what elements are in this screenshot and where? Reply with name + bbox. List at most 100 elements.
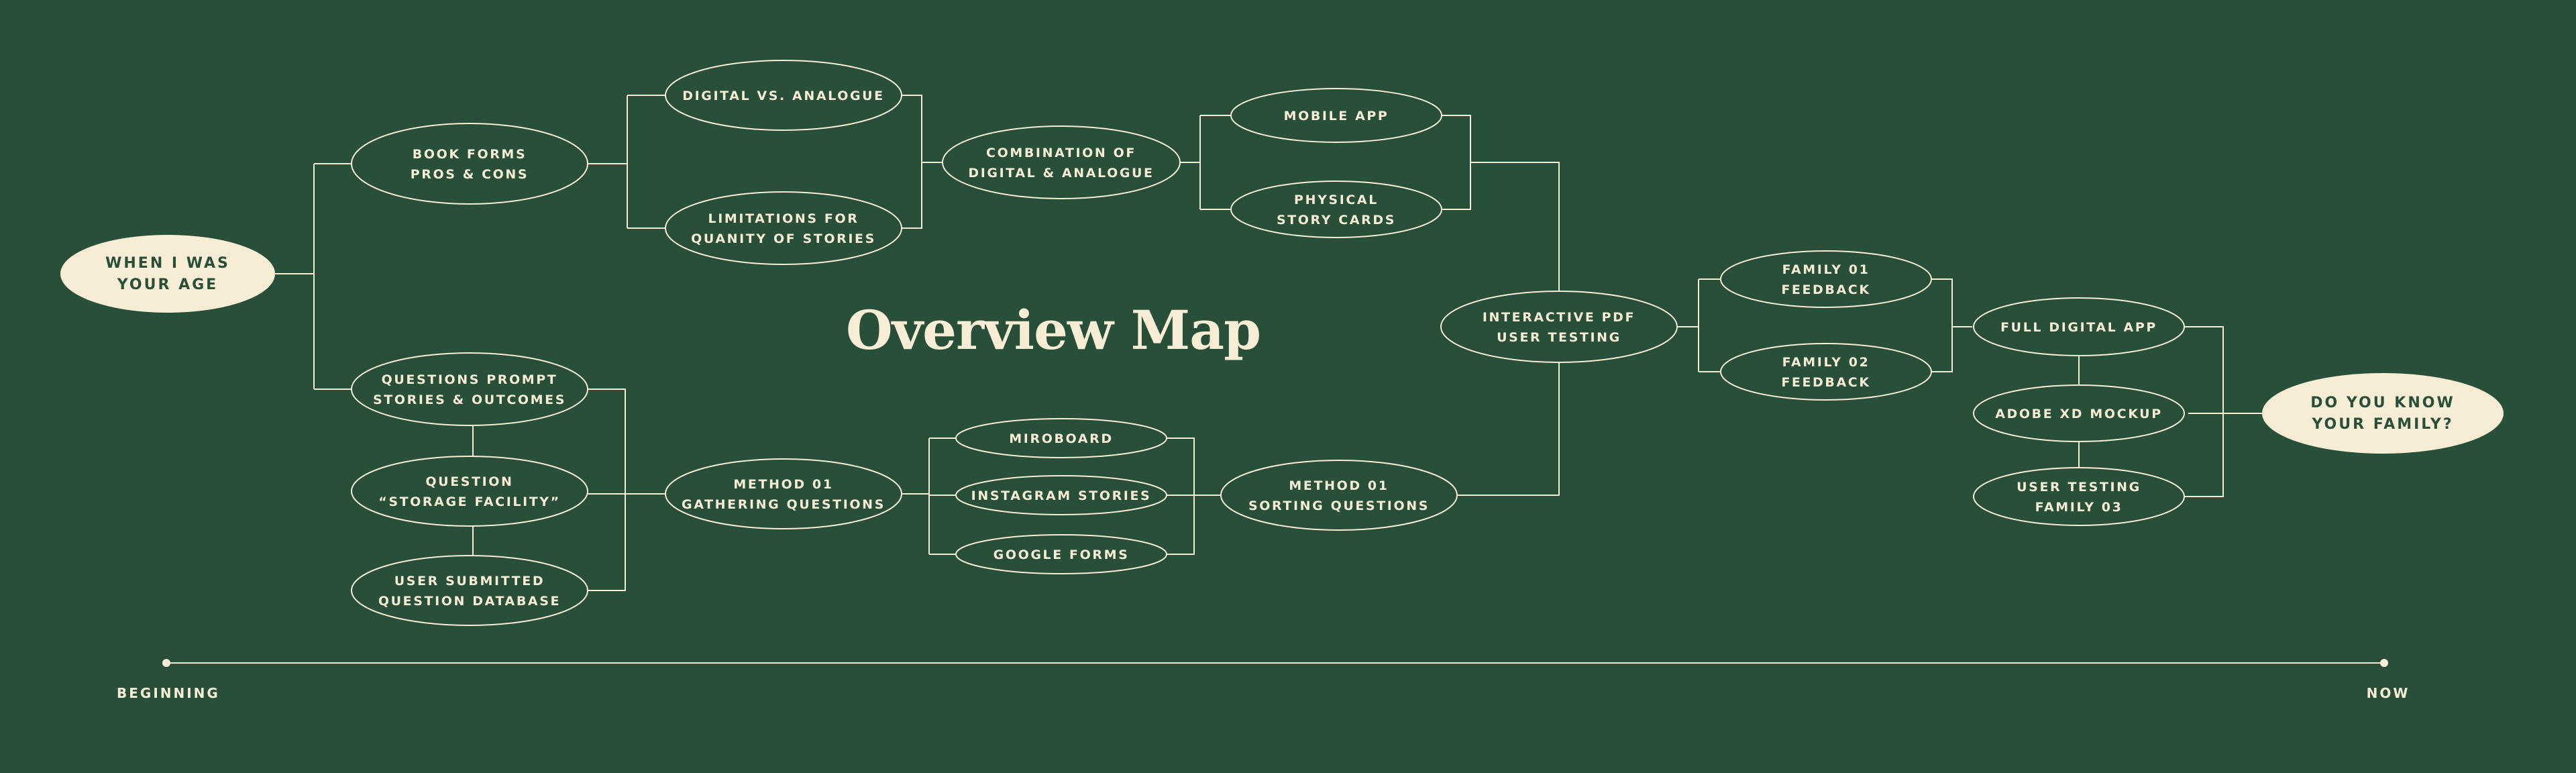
- node-ellipse: [1973, 297, 2185, 356]
- node-ellipse: [955, 418, 1167, 458]
- connector-final-merge: [2182, 326, 2262, 497]
- node-google-forms: GOOGLE FORMS: [955, 534, 1167, 574]
- node-ellipse: [1230, 181, 1442, 238]
- node-label-line: METHOD 01: [733, 477, 833, 492]
- node-label-line: MOBILE APP: [1284, 109, 1389, 123]
- node-label-line: QUESTION DATABASE: [378, 594, 561, 609]
- node-label-line: FEEDBACK: [1781, 375, 1870, 390]
- node-method-sorting: METHOD 01 SORTING QUESTIONS: [1220, 460, 1458, 531]
- node-label-line: DIGITAL & ANALOGUE: [968, 166, 1154, 181]
- node-ellipse: [665, 191, 902, 265]
- connector-bookforms-branch: [588, 95, 665, 229]
- node-label-line: STORY CARDS: [1277, 213, 1396, 227]
- node-ellipse: [955, 475, 1167, 515]
- node-book-forms: BOOK FORMS PROS & CONS: [351, 123, 588, 205]
- node-label-line: INTERACTIVE PDF: [1483, 310, 1635, 325]
- node-question-storage: QUESTION “STORAGE FACILITY”: [351, 456, 588, 527]
- node-label-line: USER TESTING: [2017, 480, 2141, 495]
- node-ellipse: [60, 235, 275, 313]
- node-label-line: SORTING QUESTIONS: [1248, 499, 1430, 513]
- node-label-line: ADOBE XD MOCKUP: [1995, 407, 2162, 421]
- timeline-start-label: BEGINNING: [117, 685, 220, 701]
- node-label-line: METHOD 01: [1289, 478, 1389, 493]
- node-ellipse: [1230, 88, 1442, 143]
- node-label-line: PHYSICAL: [1294, 193, 1379, 207]
- node-when-i-was: WHEN I WAS YOUR AGE: [60, 235, 275, 313]
- node-miroboard: MIROBOARD: [955, 418, 1167, 458]
- node-physical-story-cards: PHYSICAL STORY CARDS: [1230, 181, 1442, 238]
- node-ellipse: [1973, 467, 2185, 526]
- node-ellipse: [1720, 250, 1932, 308]
- node-ellipse: [351, 456, 588, 527]
- connector-pdf-branch: [1677, 278, 1720, 372]
- node-adobe-xd: ADOBE XD MOCKUP: [1973, 384, 2185, 442]
- node-label-line: YOUR AGE: [117, 276, 218, 293]
- node-label-line: FAMILY 01: [1782, 262, 1870, 277]
- node-label-line: GOOGLE FORMS: [994, 548, 1130, 562]
- node-ellipse: [942, 125, 1181, 199]
- node-label-line: INSTAGRAM STORIES: [971, 488, 1152, 503]
- node-label-line: WHEN I WAS: [105, 255, 230, 272]
- page-title: Overview Map: [846, 299, 1260, 362]
- node-ellipse: [351, 352, 588, 426]
- node-label-line: MIROBOARD: [1009, 431, 1113, 446]
- node-label-line: FULL DIGITAL APP: [2000, 320, 2157, 335]
- node-label-line: USER TESTING: [1497, 330, 1621, 345]
- node-family-02: FAMILY 02 FEEDBACK: [1720, 343, 1932, 401]
- node-combination: COMBINATION OF DIGITAL & ANALOGUE: [942, 125, 1181, 199]
- timeline-end-dot: [2380, 659, 2388, 667]
- connector-lines: [275, 95, 2262, 591]
- node-ellipse: [955, 534, 1167, 574]
- node-questions-prompt: QUESTIONS PROMPT STORIES & OUTCOMES: [351, 352, 588, 426]
- node-ellipse: [1220, 460, 1458, 531]
- node-full-digital-app: FULL DIGITAL APP: [1973, 297, 2185, 356]
- node-label-line: FAMILY 02: [1782, 355, 1870, 370]
- node-interactive-pdf: INTERACTIVE PDF USER TESTING: [1440, 291, 1678, 363]
- node-ellipse: [1720, 343, 1932, 401]
- node-ellipse: [665, 458, 902, 529]
- node-label-line: FAMILY 03: [2035, 500, 2123, 515]
- connector-combination-merge: [902, 95, 942, 229]
- connector-start-branch: [275, 163, 352, 390]
- node-label-line: DIGITAL VS. ANALOGUE: [682, 89, 885, 103]
- node-label-line: USER SUBMITTED: [394, 574, 545, 588]
- connector-gathering-branch: [902, 437, 955, 555]
- connector-questions-merge: [588, 389, 665, 591]
- timeline: BEGINNING NOW: [117, 659, 2410, 701]
- node-label-line: “STORAGE FACILITY”: [378, 495, 561, 509]
- node-label-line: PROS & CONS: [411, 167, 529, 182]
- node-mobile-app: MOBILE APP: [1230, 88, 1442, 143]
- node-group: WHEN I WAS YOUR AGE BOOK FORMS PROS & CONS D…: [60, 60, 2504, 626]
- node-user-testing-03: USER TESTING FAMILY 03: [1973, 467, 2185, 526]
- node-label-line: QUANITY OF STORIES: [691, 231, 876, 246]
- node-ellipse: [1440, 291, 1678, 363]
- connector-pdf-upper: [1442, 115, 1560, 291]
- node-instagram-stories: INSTAGRAM STORIES: [955, 475, 1167, 515]
- node-label-line: COMBINATION OF: [986, 146, 1136, 160]
- node-label-line: DO YOU KNOW: [2310, 395, 2455, 411]
- node-limitations: LIMITATIONS FOR QUANITY OF STORIES: [665, 191, 902, 265]
- node-ellipse: [2262, 373, 2504, 454]
- node-family-01: FAMILY 01 FEEDBACK: [1720, 250, 1932, 308]
- node-ellipse: [351, 123, 588, 205]
- connector-combination-branch: [1180, 115, 1230, 210]
- connector-family-merge: [1931, 278, 1972, 372]
- node-label-line: QUESTIONS PROMPT: [382, 372, 558, 387]
- node-label-line: LIMITATIONS FOR: [708, 211, 859, 226]
- node-label-line: QUESTION: [425, 474, 513, 489]
- node-user-submitted: USER SUBMITTED QUESTION DATABASE: [351, 555, 588, 626]
- node-ellipse: [1973, 384, 2185, 442]
- node-label-line: FEEDBACK: [1781, 282, 1870, 297]
- node-digital-vs-analogue: DIGITAL VS. ANALOGUE: [665, 60, 902, 131]
- node-do-you-know: DO YOU KNOW YOUR FAMILY?: [2262, 373, 2504, 454]
- timeline-start-dot: [162, 659, 170, 667]
- timeline-end-label: NOW: [2367, 685, 2410, 701]
- connector-sorting-merge: [1167, 437, 1221, 555]
- node-label-line: YOUR FAMILY?: [2311, 416, 2453, 433]
- node-ellipse: [351, 555, 588, 626]
- node-label-line: BOOK FORMS: [413, 147, 527, 162]
- node-label-line: STORIES & OUTCOMES: [373, 393, 566, 407]
